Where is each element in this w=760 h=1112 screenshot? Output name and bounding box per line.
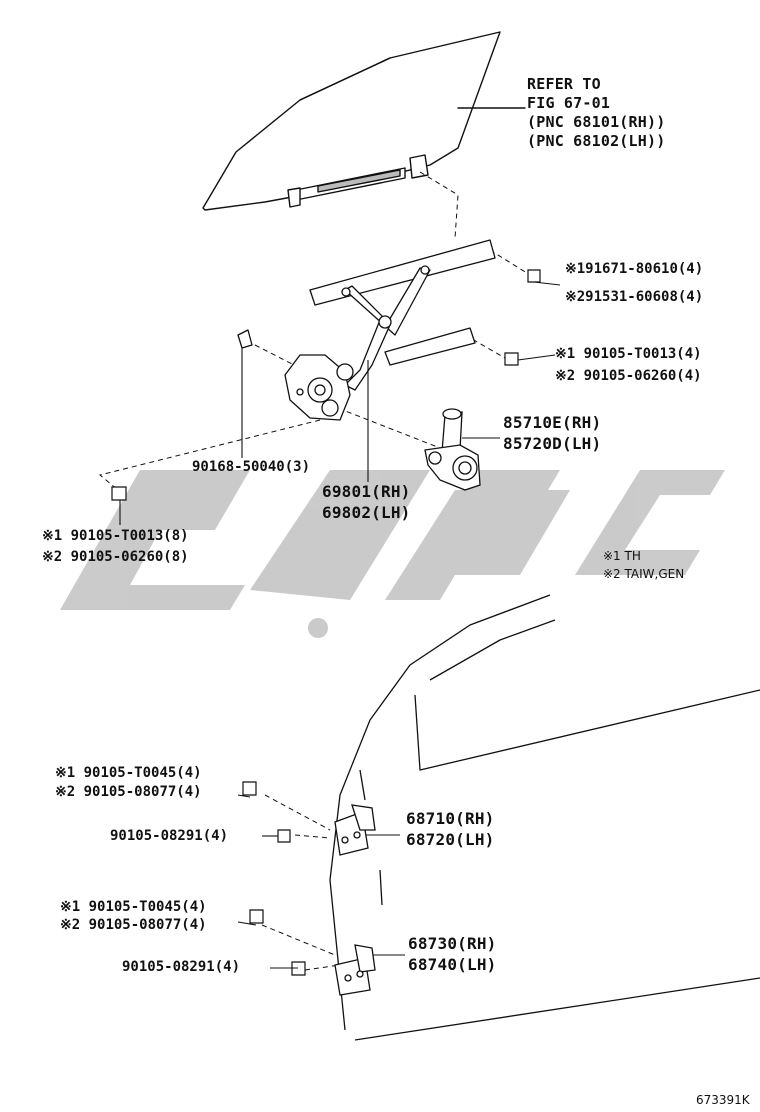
bolt-hinge-1 <box>242 781 257 796</box>
regulator-motor <box>424 408 481 491</box>
window-glass <box>202 31 501 211</box>
bolt-90105-lower <box>111 486 127 501</box>
label-motor-lh: 85720D(LH) <box>503 434 602 453</box>
watermark-logo <box>60 470 725 638</box>
label-90168: 90168-50040(3) <box>192 459 311 475</box>
door-hinge-upper <box>334 804 376 856</box>
label-91531: ※291531-60608(4) <box>565 289 704 305</box>
label-hinge-upper-08077: ※2 90105-08077(4) <box>55 784 202 800</box>
bolt-hinge-2 <box>277 829 291 843</box>
label-regulator-rh: 69801(RH) <box>322 482 411 501</box>
refer-line-4: (PNC 68102(LH)) <box>527 132 666 150</box>
legend-note-1: ※1 TH <box>603 549 641 563</box>
label-90105-06260-lower: ※2 90105-06260(8) <box>42 549 189 565</box>
label-hinge-lower-rh: 68730(RH) <box>408 934 497 953</box>
label-hinge-upper-08291: 90105-08291(4) <box>110 828 229 844</box>
label-90105-t0013-lower: ※1 90105-T0013(8) <box>42 528 189 544</box>
label-motor-rh: 85710E(RH) <box>503 413 602 432</box>
label-hinge-lower-t0045: ※1 90105-T0045(4) <box>60 899 207 915</box>
refer-line-3: (PNC 68101(RH)) <box>527 113 666 131</box>
door-hinge-lower <box>334 944 376 996</box>
bolt-hinge-3 <box>249 909 264 924</box>
door-body <box>329 594 760 1041</box>
legend-note-2: ※2 TAIW,GEN <box>603 567 685 581</box>
label-hinge-upper-rh: 68710(RH) <box>406 809 495 828</box>
bolt-90105-upper <box>504 352 519 366</box>
label-hinge-lower-lh: 68740(LH) <box>408 955 497 974</box>
label-hinge-upper-t0045: ※1 90105-T0045(4) <box>55 765 202 781</box>
label-91671: ※191671-80610(4) <box>565 261 704 277</box>
label-regulator-lh: 69802(LH) <box>322 503 411 522</box>
label-90105-t0013-upper: ※1 90105-T0013(4) <box>555 346 702 362</box>
label-hinge-lower-08291: 90105-08291(4) <box>122 959 241 975</box>
figure-id: 673391K <box>696 1093 750 1107</box>
refer-line-2: FIG 67-01 <box>527 94 611 112</box>
bolt-91671 <box>527 269 541 283</box>
label-90105-06260-upper: ※2 90105-06260(4) <box>555 368 702 384</box>
refer-line-1: REFER TO <box>527 75 601 93</box>
label-hinge-upper-lh: 68720(LH) <box>406 830 495 849</box>
label-hinge-lower-08077: ※2 90105-08077(4) <box>60 917 207 933</box>
bolt-hinge-4 <box>291 961 306 976</box>
refer-note: REFER TO FIG 67-01 (PNC 68101(RH)) (PNC … <box>527 75 665 151</box>
window-regulator <box>237 239 496 421</box>
